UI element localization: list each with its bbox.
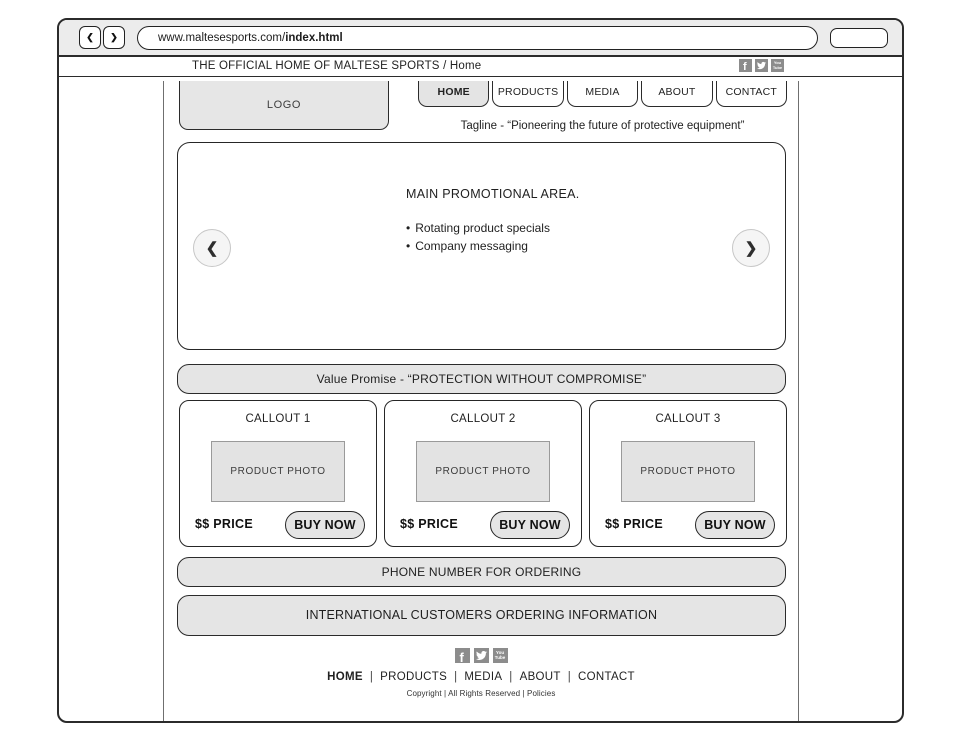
logo-placeholder: LOGO bbox=[179, 80, 389, 130]
url-text-prefix: www.maltesesports.com/ bbox=[158, 31, 286, 44]
forward-chevron-icon: ❯ bbox=[110, 32, 118, 42]
carousel-next-button[interactable]: ❯ bbox=[732, 228, 770, 267]
callout-title: CALLOUT 3 bbox=[655, 412, 721, 425]
bullet-icon: • bbox=[406, 238, 411, 253]
footer-separator: | bbox=[369, 670, 374, 683]
product-photo-placeholder: PRODUCT PHOTO bbox=[416, 440, 550, 502]
twitter-icon[interactable] bbox=[473, 647, 489, 663]
footer-link-products[interactable]: PRODUCTS bbox=[380, 670, 448, 683]
promo-text-block: MAIN PROMOTIONAL AREA. •Rotating product… bbox=[406, 187, 580, 255]
twitter-icon[interactable] bbox=[755, 59, 768, 72]
logo-label: LOGO bbox=[266, 98, 302, 111]
browser-nav-buttons: ❮ ❯ bbox=[79, 26, 125, 49]
callouts-row: CALLOUT 1 PRODUCT PHOTO $$ PRICE BUY NOW… bbox=[179, 399, 787, 547]
footer-separator: | bbox=[567, 670, 572, 683]
product-photo-placeholder: PRODUCT PHOTO bbox=[211, 440, 345, 502]
international-ordering-bar: INTERNATIONAL CUSTOMERS ORDERING INFORMA… bbox=[177, 594, 786, 636]
footer-link-contact[interactable]: CONTACT bbox=[578, 670, 635, 683]
previous-chevron-icon: ❮ bbox=[205, 239, 219, 257]
next-chevron-icon: ❯ bbox=[744, 239, 758, 257]
facebook-icon[interactable]: f bbox=[454, 647, 470, 664]
tab-home[interactable]: HOME bbox=[418, 80, 490, 107]
footer-navigation: HOME | PRODUCTS | MEDIA | ABOUT | CONTACT bbox=[164, 671, 798, 683]
browser-search-box[interactable] bbox=[830, 27, 888, 48]
tab-media-label: MEDIA bbox=[585, 85, 620, 98]
bullet-icon: • bbox=[406, 220, 411, 235]
tab-media[interactable]: MEDIA bbox=[566, 80, 639, 107]
browser-back-button[interactable]: ❮ bbox=[79, 26, 101, 49]
callout-card-2: CALLOUT 2 PRODUCT PHOTO $$ PRICE BUY NOW bbox=[384, 399, 582, 547]
footer-link-home[interactable]: HOME bbox=[327, 670, 363, 683]
tab-products-label: PRODUCTS bbox=[497, 85, 559, 98]
buy-now-button-3[interactable]: BUY NOW bbox=[695, 510, 775, 539]
promo-bullet-2: •Company messaging bbox=[406, 238, 528, 253]
site-header: THE OFFICIAL HOME OF MALTESE SPORTS / Ho… bbox=[59, 57, 902, 77]
product-photo-placeholder: PRODUCT PHOTO bbox=[621, 440, 755, 502]
browser-forward-button[interactable]: ❯ bbox=[103, 26, 125, 49]
callout-card-1: CALLOUT 1 PRODUCT PHOTO $$ PRICE BUY NOW bbox=[179, 399, 377, 547]
tab-contact[interactable]: CONTACT bbox=[715, 80, 788, 107]
facebook-icon[interactable]: f bbox=[739, 59, 752, 73]
twitter-bird-glyph bbox=[757, 61, 766, 70]
phone-ordering-bar: PHONE NUMBER FOR ORDERING bbox=[177, 556, 786, 587]
site-title: THE OFFICIAL HOME OF MALTESE SPORTS / Ho… bbox=[192, 60, 482, 72]
tab-about[interactable]: ABOUT bbox=[641, 80, 713, 107]
price-label: $$ PRICE bbox=[400, 516, 458, 531]
carousel-previous-button[interactable]: ❮ bbox=[193, 228, 231, 267]
browser-window: ❮ ❯ www.maltesesports.com/index.html THE… bbox=[57, 18, 904, 723]
main-navigation: HOME PRODUCTS MEDIA ABOUT CONTACT bbox=[418, 80, 788, 107]
footer-link-media[interactable]: MEDIA bbox=[464, 670, 503, 683]
promo-bullet-1: •Rotating product specials bbox=[406, 220, 550, 235]
callout-title: CALLOUT 2 bbox=[450, 412, 516, 425]
back-chevron-icon: ❮ bbox=[86, 32, 94, 42]
tab-products[interactable]: PRODUCTS bbox=[492, 80, 564, 107]
buy-now-button-1[interactable]: BUY NOW bbox=[285, 510, 365, 539]
promo-heading: MAIN PROMOTIONAL AREA. bbox=[406, 186, 580, 201]
footer-separator: | bbox=[509, 670, 513, 683]
buy-now-button-2[interactable]: BUY NOW bbox=[490, 510, 570, 539]
price-label: $$ PRICE bbox=[605, 516, 663, 531]
tab-contact-label: CONTACT bbox=[725, 85, 778, 98]
tab-home-label: HOME bbox=[437, 85, 470, 98]
twitter-bird-glyph bbox=[475, 650, 487, 660]
callout-title: CALLOUT 1 bbox=[245, 412, 311, 425]
value-promise-bar: Value Promise - “PROTECTION WITHOUT COMP… bbox=[177, 363, 786, 394]
copyright-line: Copyright | All Rights Reserved | Polici… bbox=[406, 688, 556, 698]
url-bar[interactable]: www.maltesesports.com/index.html bbox=[137, 25, 818, 50]
url-text-file: index.html bbox=[285, 31, 343, 44]
content-column: LOGO HOME PRODUCTS MEDIA ABOUT CONTACT bbox=[163, 80, 799, 721]
price-label: $$ PRICE bbox=[195, 516, 253, 531]
browser-chrome: ❮ ❯ www.maltesesports.com/index.html bbox=[59, 20, 902, 57]
tab-about-label: ABOUT bbox=[658, 85, 696, 98]
callout-card-3: CALLOUT 3 PRODUCT PHOTO $$ PRICE BUY NOW bbox=[589, 399, 787, 547]
footer-separator: | bbox=[454, 670, 458, 683]
tagline: Tagline - “Pioneering the future of prot… bbox=[460, 119, 745, 132]
footer-link-about[interactable]: ABOUT bbox=[519, 670, 561, 683]
main-promotional-area: MAIN PROMOTIONAL AREA. •Rotating product… bbox=[177, 141, 786, 350]
